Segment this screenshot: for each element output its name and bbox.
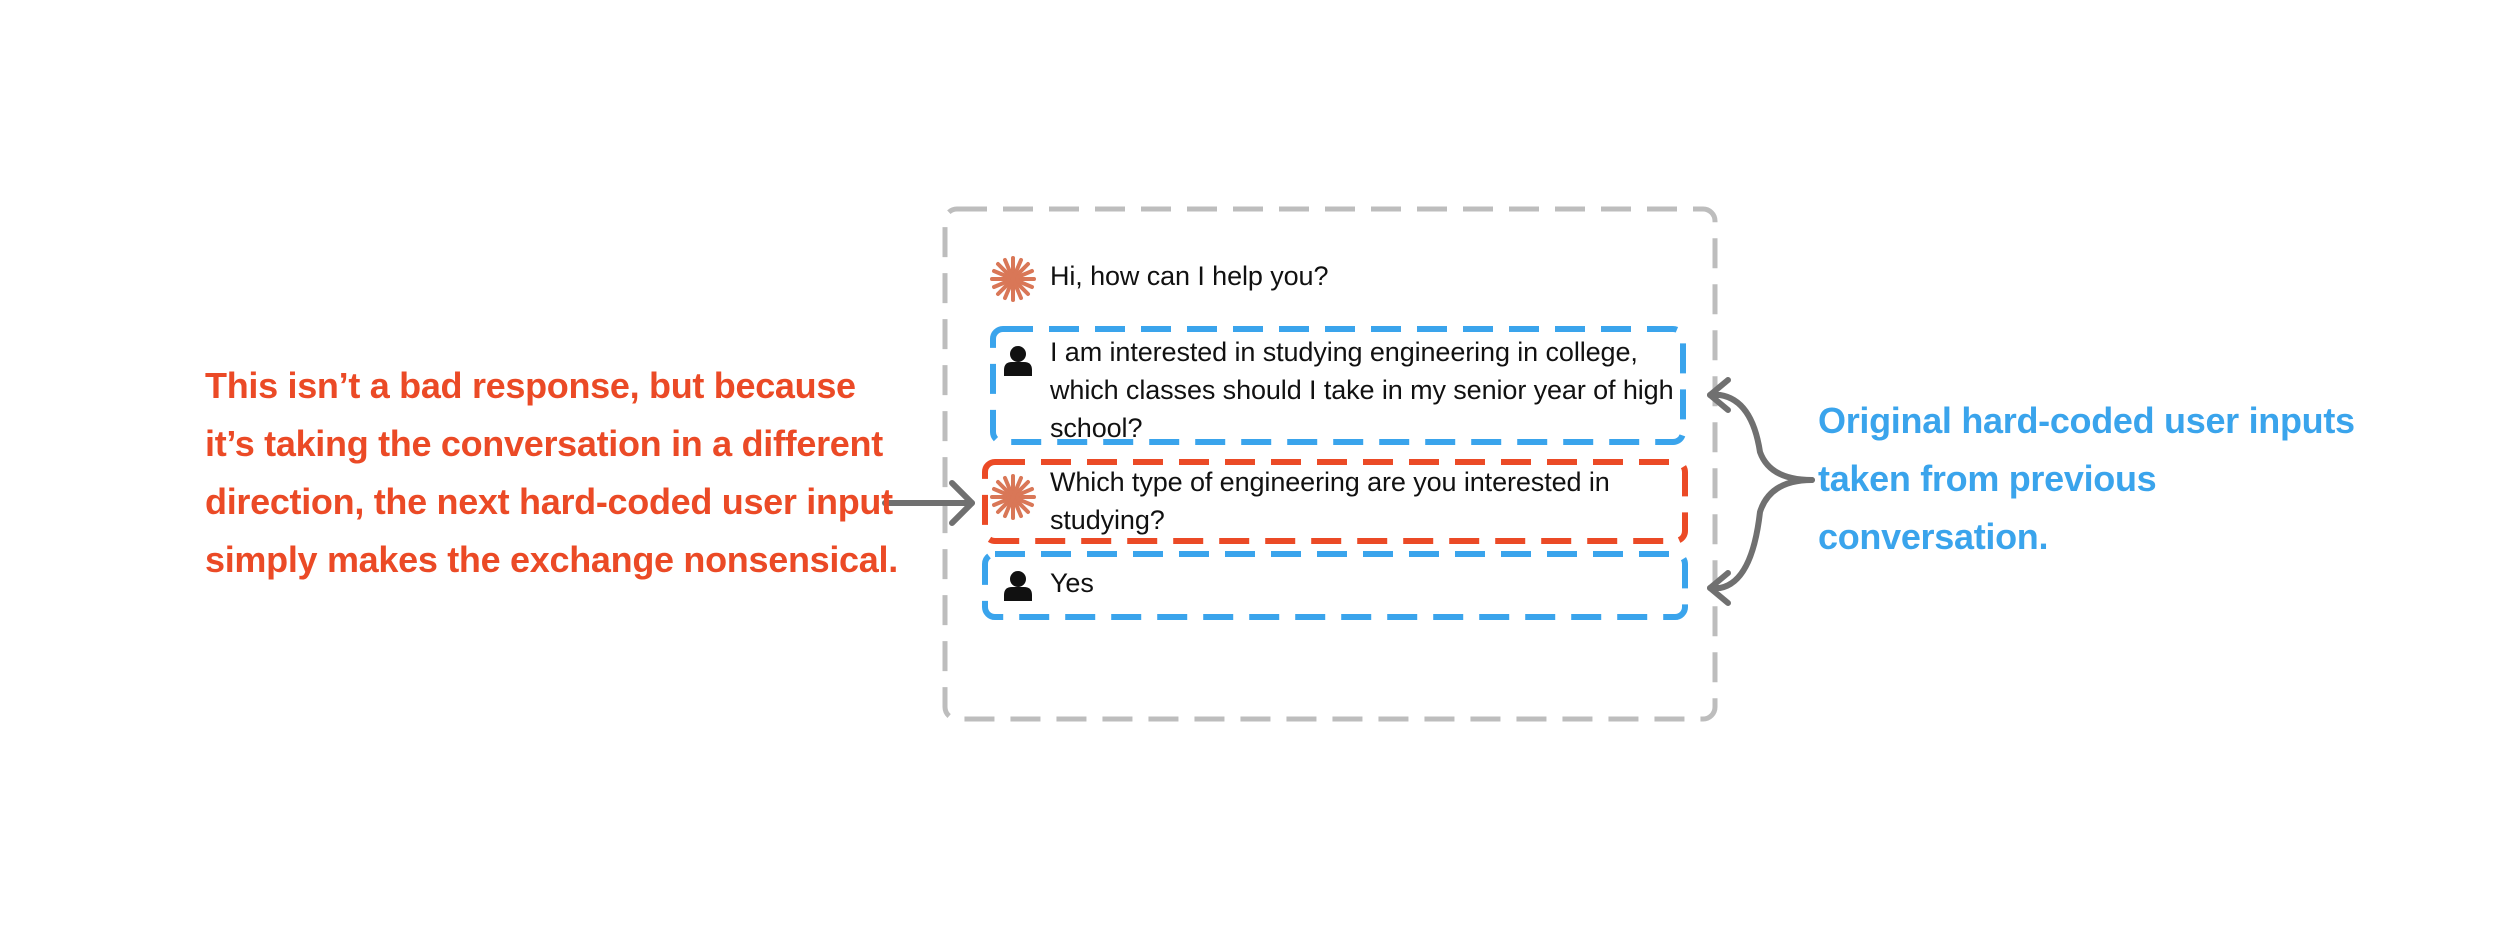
user-inputs-annotation: Original hard-coded user inputs taken fr… bbox=[1818, 400, 2355, 557]
claude-logo-icon bbox=[990, 256, 1036, 302]
assistant-annotation: This isn’t a bad response, but because i… bbox=[205, 365, 898, 580]
user-message: I am interested in studying engineering … bbox=[1050, 337, 1674, 443]
user-message: Yes bbox=[1050, 568, 1094, 598]
pointer-arrow bbox=[882, 480, 975, 526]
claude-logo-icon bbox=[990, 474, 1036, 520]
user-input-box-1 bbox=[990, 326, 1686, 445]
conversation-frame bbox=[942, 206, 1718, 722]
assistant-response-box bbox=[982, 459, 1688, 544]
assistant-message: Hi, how can I help you? bbox=[1050, 261, 1329, 291]
assistant-message: Which type of engineering are you intere… bbox=[1050, 467, 1610, 535]
brace-arrow bbox=[1707, 377, 1815, 606]
user-person-icon bbox=[1004, 571, 1032, 601]
user-input-box-2 bbox=[982, 551, 1688, 620]
user-person-icon bbox=[1004, 346, 1032, 376]
